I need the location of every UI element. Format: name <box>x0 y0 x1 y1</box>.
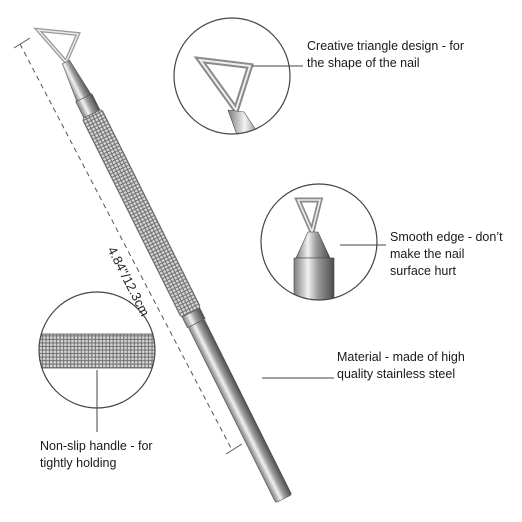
callout-handle-label: Non-slip handle - for tightly holding <box>40 438 153 472</box>
callout-handle-line2: tightly holding <box>40 456 117 470</box>
callout-triangle-label: Creative triangle design - for the shape… <box>307 38 464 72</box>
measurement-tick-top <box>13 37 31 49</box>
callout-material-label: Material - made of high quality stainles… <box>337 349 465 383</box>
tool-triangle-head <box>33 27 81 66</box>
callout-triangle-line1: Creative triangle design - for <box>307 39 465 53</box>
callout-edge-line3: surface hurt <box>390 264 457 278</box>
callout-material-line1: Material - made of high <box>337 350 465 364</box>
callout-triangle-zoom <box>173 17 303 135</box>
callout-edge-label: Smooth edge - don’t make the nail surfac… <box>390 229 503 280</box>
measurement-tick-bottom <box>225 443 243 455</box>
callout-triangle-line2: the shape of the nail <box>307 56 420 70</box>
callout-handle-line1: Non-slip handle - for <box>40 439 153 453</box>
callout-edge-line2: make the nail <box>390 247 465 261</box>
callout-edge-line1: Smooth edge - don’t <box>390 230 503 244</box>
measurement-line <box>19 43 233 451</box>
tool-body <box>62 59 292 503</box>
callout-material-line2: quality stainless steel <box>337 367 456 381</box>
callout-edge-zoom <box>260 183 386 301</box>
callout-handle-zoom <box>38 291 156 432</box>
